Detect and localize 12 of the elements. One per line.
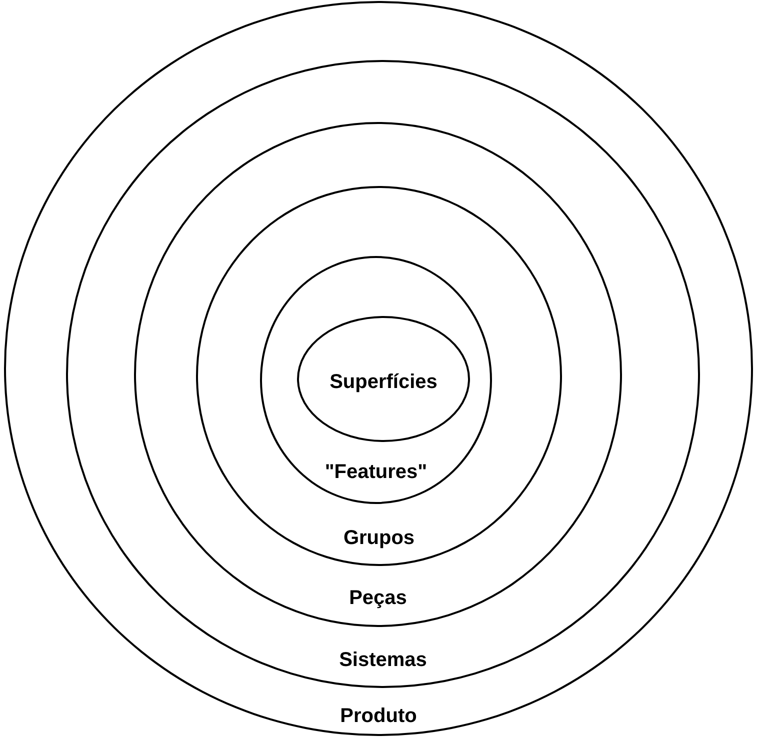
layer-label: Sistemas [339,648,427,672]
ellipse-layer [66,60,700,688]
layer-label: "Features" [324,460,428,484]
ellipse-layer [196,186,562,566]
ellipse-layer [297,316,470,442]
ellipse-layer [4,1,753,736]
ellipse-layer [260,256,492,504]
layer-label: Peças [349,586,407,610]
ellipse-layer [134,122,622,627]
layer-label: Superfícies [330,370,438,394]
layer-label: Grupos [343,526,415,550]
layer-label: Produto [340,704,417,728]
